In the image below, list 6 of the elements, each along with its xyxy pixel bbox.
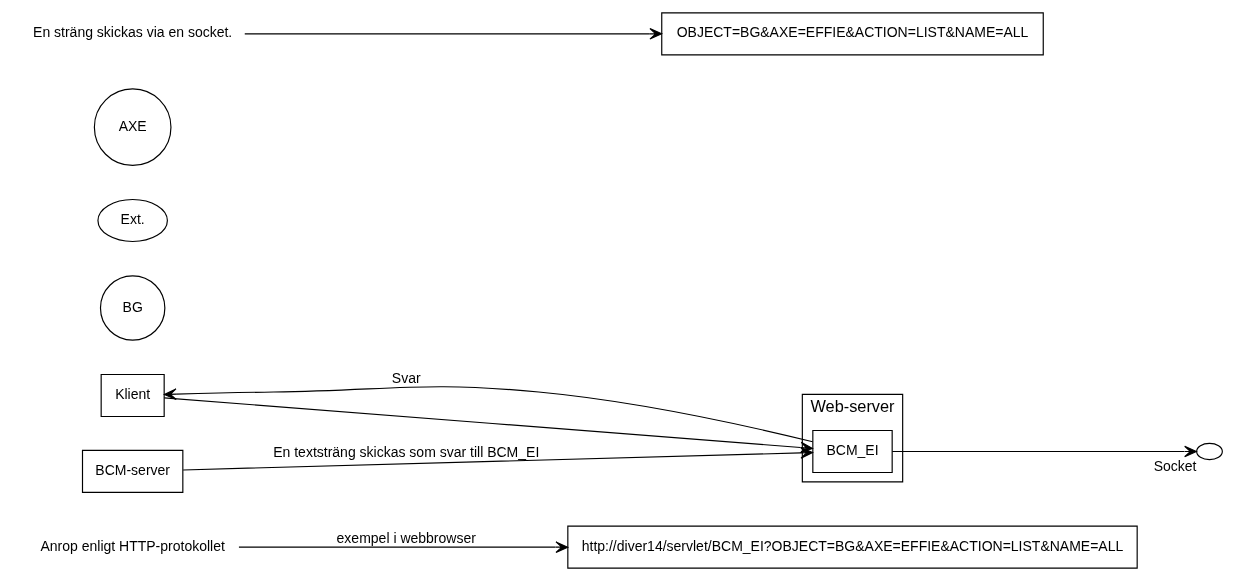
edge-label: Svar: [391, 370, 421, 387]
edge-label: exempel i webbrowser: [336, 530, 476, 547]
node-label: Socket: [1153, 457, 1196, 474]
edge-label: En textsträng skickas som svar till BCM_EI: [272, 443, 539, 460]
node-text: Anrop enligt HTTP-protokollet: [39, 537, 225, 554]
node-text: En sträng skickas via en socket.: [32, 24, 232, 41]
